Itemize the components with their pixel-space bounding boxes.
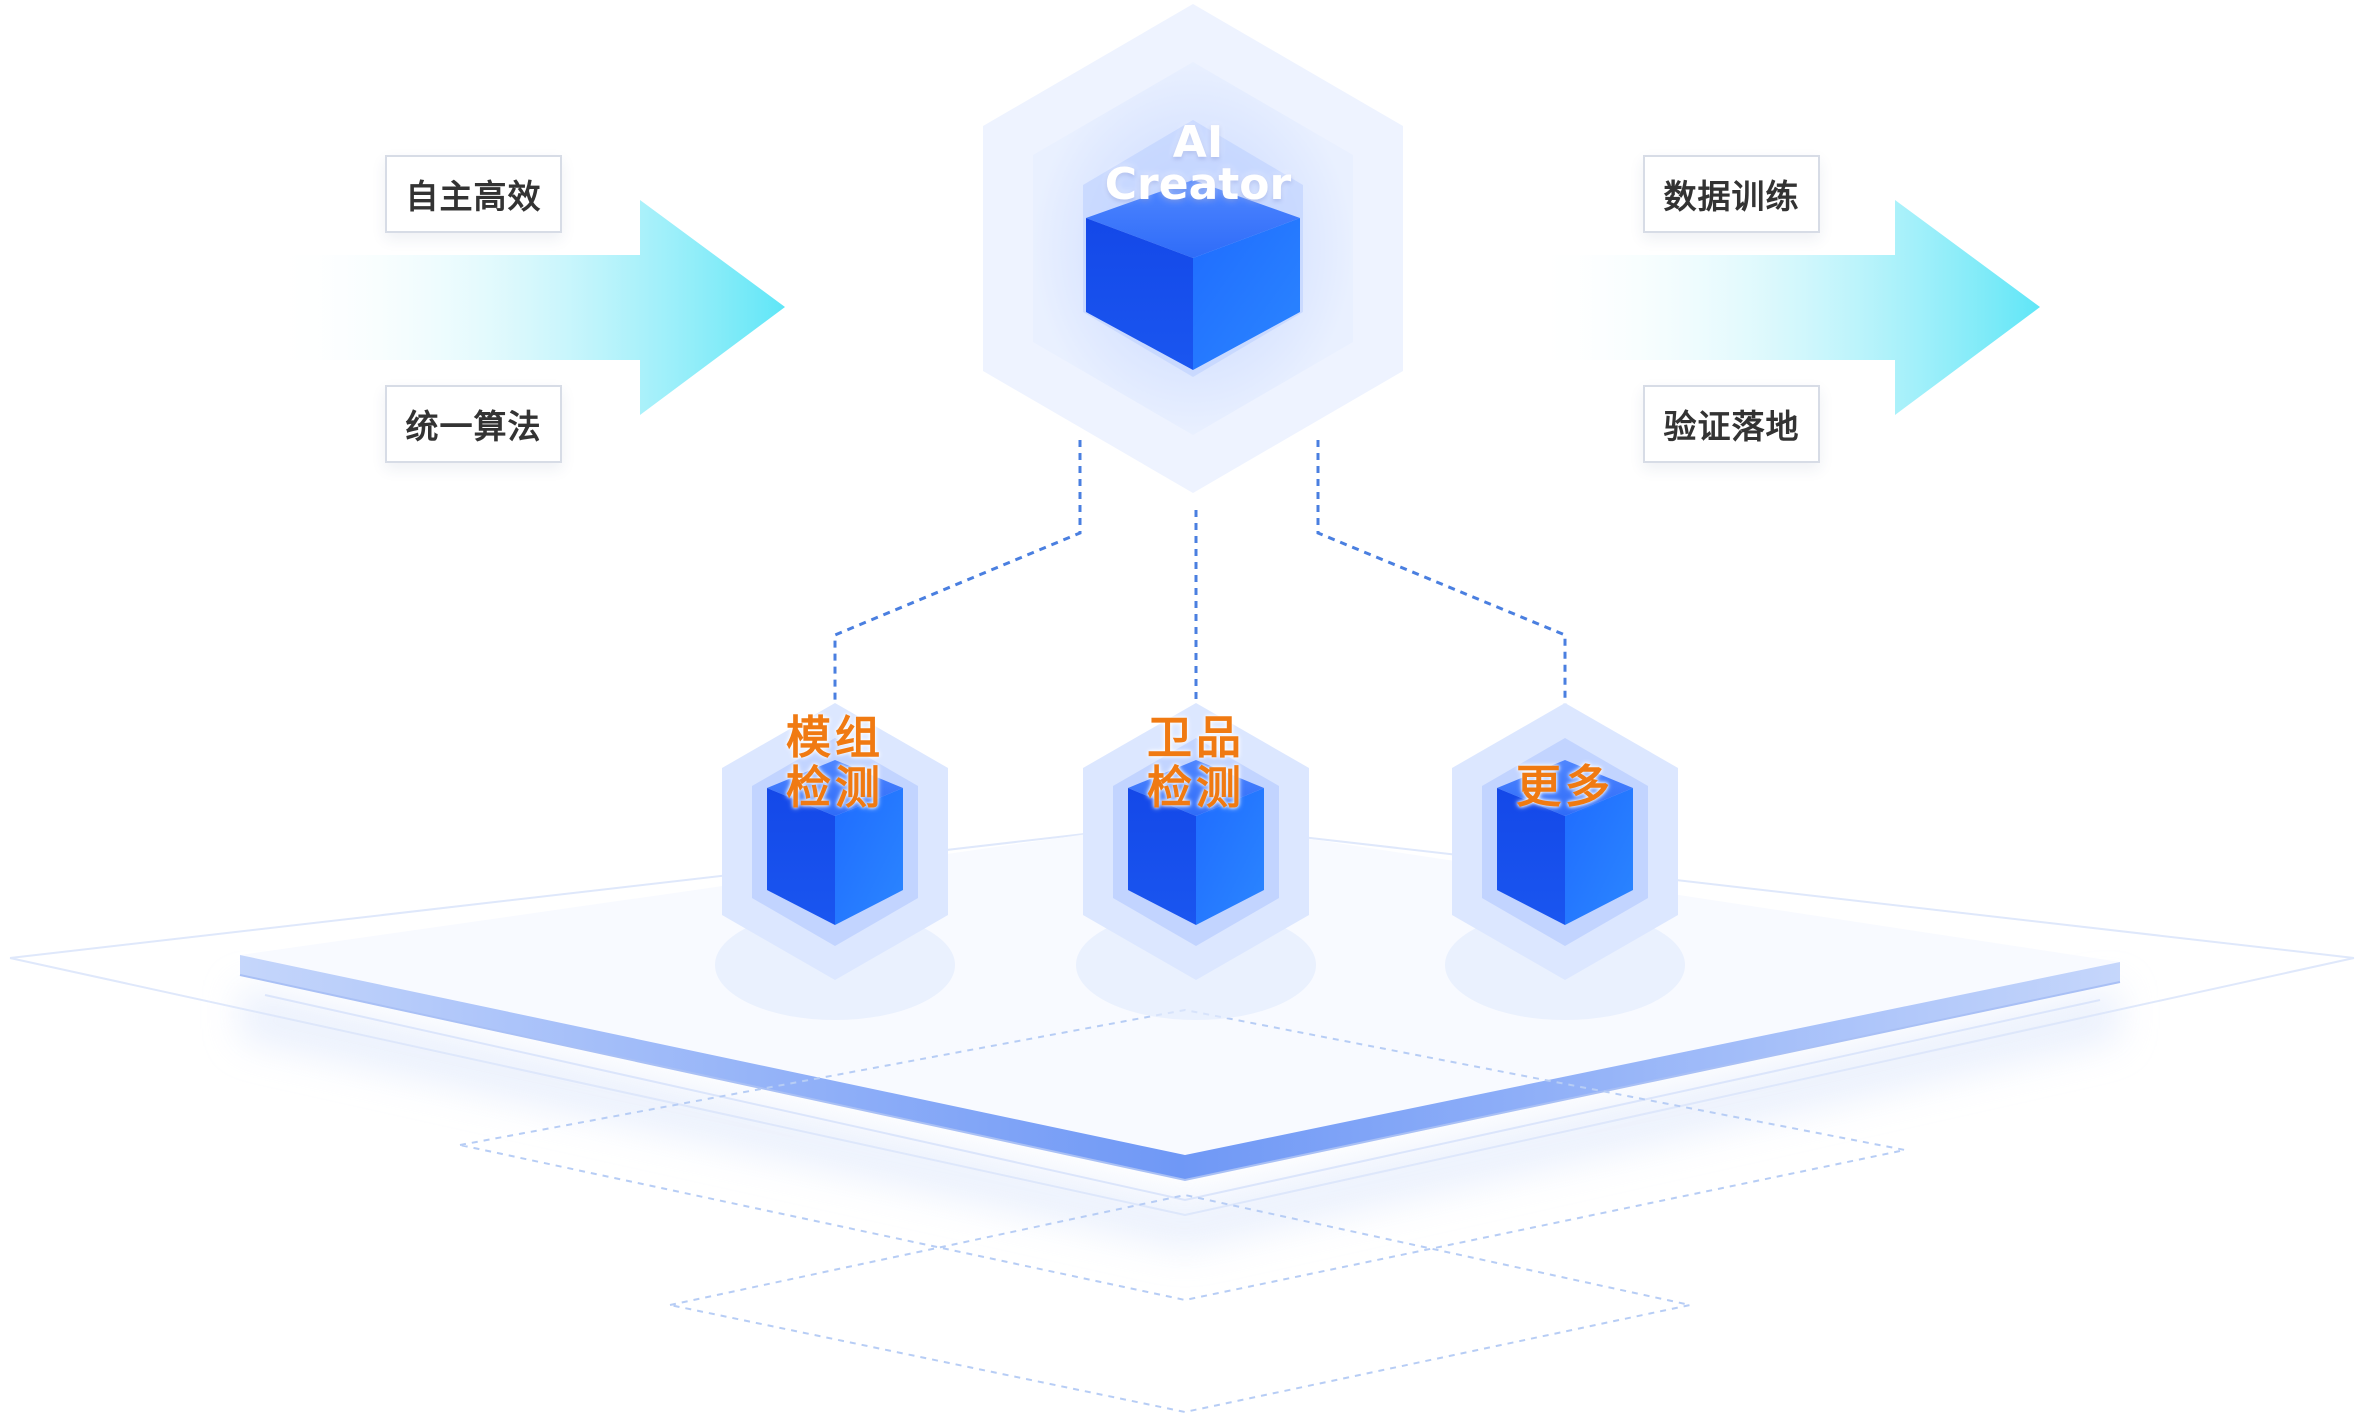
module-label-2-line2: 检测 bbox=[1146, 761, 1245, 814]
platform-shadow bbox=[240, 985, 2120, 1250]
left-arrow bbox=[270, 200, 785, 415]
dashed-layers bbox=[459, 1008, 1906, 1414]
core-title: AI Creator bbox=[1093, 117, 1303, 210]
right-label-2: 验证落地 bbox=[1643, 385, 1820, 463]
connector-lines bbox=[833, 440, 1567, 710]
module-cube-1 bbox=[767, 760, 903, 925]
core-title-line2: Creator bbox=[1104, 159, 1292, 210]
module-label-3: 更多 bbox=[1465, 762, 1665, 812]
module-label-3-line1: 更多 bbox=[1515, 760, 1614, 813]
module-label-1-line2: 检测 bbox=[785, 761, 884, 814]
left-label-1: 自主高效 bbox=[385, 155, 562, 233]
core-title-line1: AI bbox=[1172, 117, 1224, 168]
module-label-1-line1: 模组 bbox=[785, 711, 884, 764]
module-cube-3 bbox=[1497, 760, 1633, 925]
left-label-2: 统一算法 bbox=[385, 385, 562, 463]
module-label-2: 卫品 检测 bbox=[1096, 713, 1296, 813]
module-cube-2 bbox=[1128, 760, 1264, 925]
module-label-1: 模组 检测 bbox=[735, 713, 935, 813]
right-label-1: 数据训练 bbox=[1643, 155, 1820, 233]
right-arrow bbox=[1530, 200, 2040, 415]
core-cube bbox=[1086, 180, 1300, 370]
module-label-2-line1: 卫品 bbox=[1146, 711, 1245, 764]
